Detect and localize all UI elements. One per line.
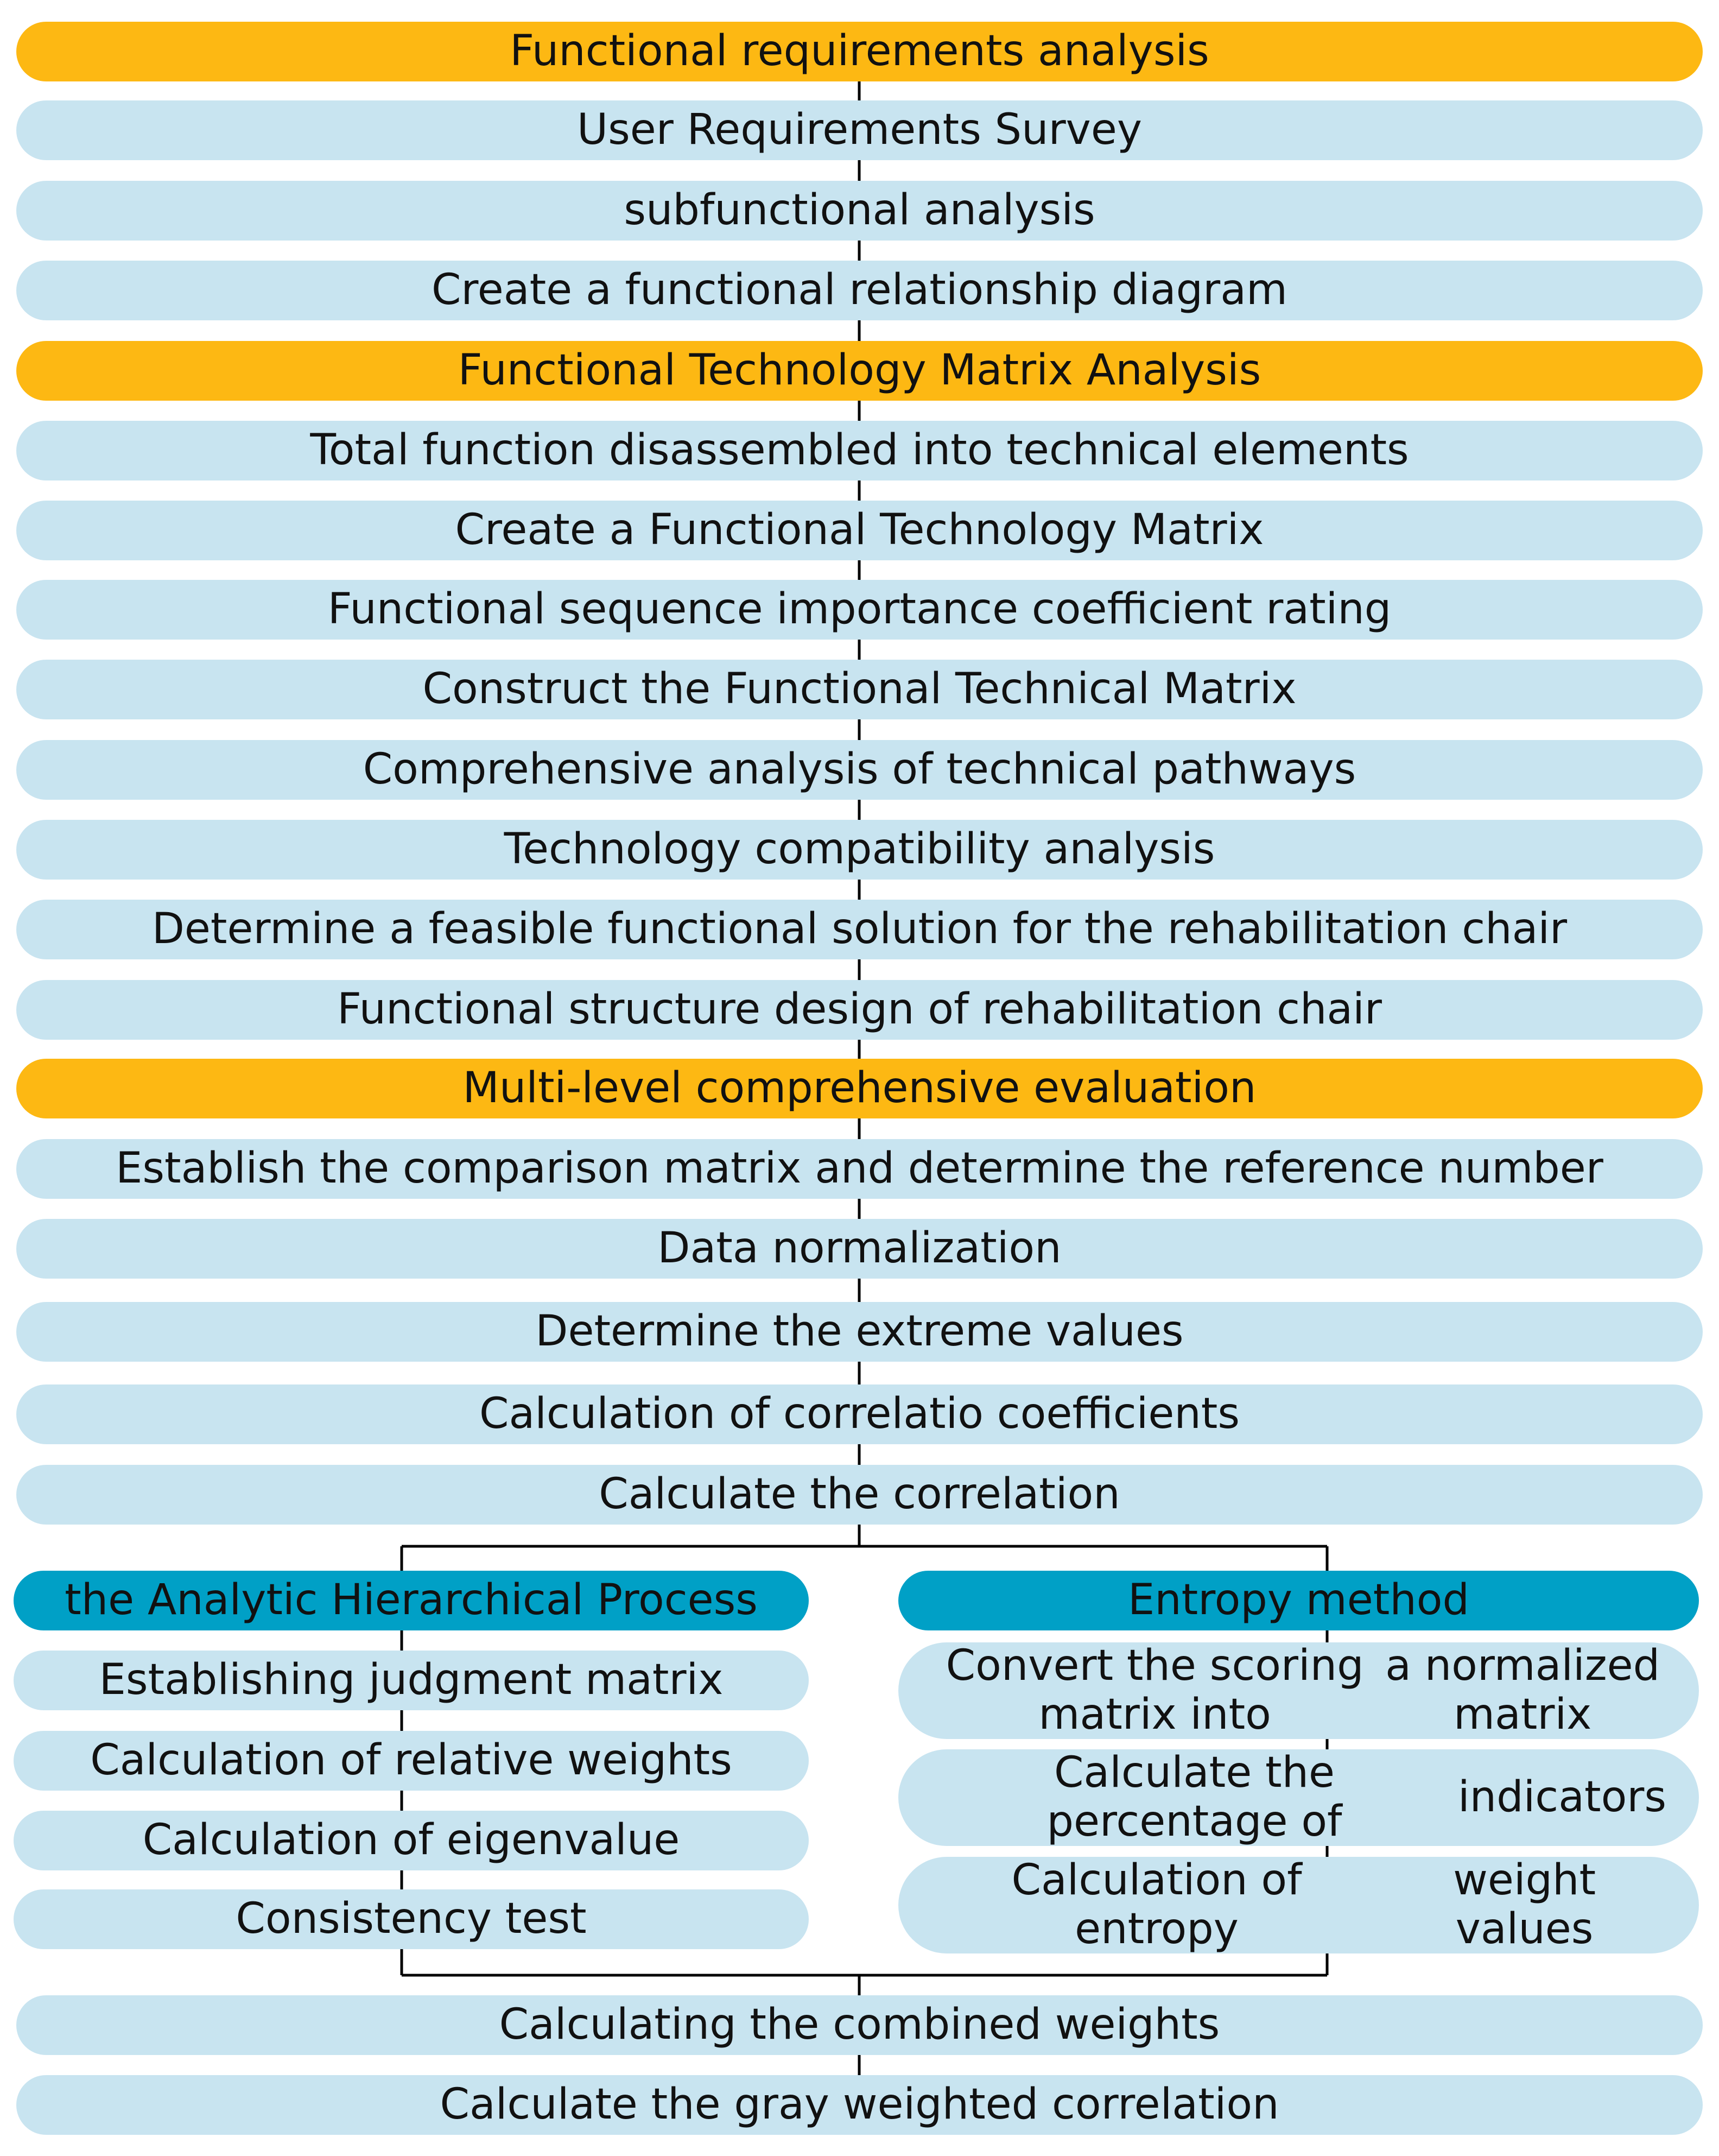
step-8: Functional sequence importance coefficie… <box>16 580 1703 640</box>
step-4: Create a functional relationship diagram <box>16 261 1703 320</box>
entropy-step-3-label-line2: weight values <box>1453 1856 1596 1953</box>
section-header-14-label: Multi-level comprehensive evaluation <box>462 1064 1257 1113</box>
step-15-label: Establish the comparison matrix and dete… <box>116 1144 1603 1193</box>
step-13-label: Functional structure design of rehabilit… <box>337 985 1382 1034</box>
step-10-label: Comprehensive analysis of technical path… <box>363 745 1356 794</box>
step-9: Construct the Functional Technical Matri… <box>16 660 1703 719</box>
final-step-1: Calculating the combined weights <box>16 1995 1703 2055</box>
ahp-step-3: Calculation of eigenvalue <box>14 1811 809 1870</box>
ahp-step-2-label: Calculation of relative weights <box>90 1736 732 1785</box>
step-9-label: Construct the Functional Technical Matri… <box>422 665 1297 714</box>
step-16: Data normalization <box>16 1219 1703 1279</box>
step-7-label: Create a Functional Technology Matrix <box>455 505 1264 555</box>
ahp-step-1: Establishing judgment matrix <box>14 1651 809 1710</box>
step-18: Calculation of correlatio coefficients <box>16 1384 1703 1444</box>
ahp-step-2: Calculation of relative weights <box>14 1731 809 1791</box>
final-step-2: Calculate the gray weighted correlation <box>16 2075 1703 2135</box>
section-header-1-label: Functional requirements analysis <box>510 27 1209 76</box>
step-17: Determine the extreme values <box>16 1302 1703 1362</box>
section-header-5: Functional Technology Matrix Analysis <box>16 341 1703 401</box>
step-6-label: Total function disassembled into technic… <box>310 426 1409 475</box>
ahp-step-4-label: Consistency test <box>236 1894 587 1944</box>
step-18-label: Calculation of correlatio coefficients <box>479 1389 1240 1439</box>
section-header-14: Multi-level comprehensive evaluation <box>16 1059 1703 1118</box>
step-11-label: Technology compatibility analysis <box>504 825 1215 874</box>
step-12-label: Determine a feasible functional solution… <box>151 905 1568 954</box>
step-13: Functional structure design of rehabilit… <box>16 980 1703 1040</box>
final-step-1-label: Calculating the combined weights <box>499 2000 1220 2050</box>
ahp-header: the Analytic Hierarchical Process <box>14 1571 809 1630</box>
entropy-step-1-label-line2: a normalized matrix <box>1385 1641 1660 1739</box>
entropy-header-label: Entropy method <box>1127 1576 1470 1625</box>
step-15: Establish the comparison matrix and dete… <box>16 1139 1703 1199</box>
step-3: subfunctional analysis <box>16 181 1703 241</box>
step-11: Technology compatibility analysis <box>16 820 1703 880</box>
step-19: Calculate the correlation <box>16 1465 1703 1525</box>
step-2: User Requirements Survey <box>16 100 1703 160</box>
step-3-label: subfunctional analysis <box>624 186 1095 235</box>
ahp-header-label: the Analytic Hierarchical Process <box>65 1576 758 1625</box>
ahp-step-3-label: Calculation of eigenvalue <box>142 1816 680 1865</box>
step-7: Create a Functional Technology Matrix <box>16 501 1703 560</box>
entropy-step-2-label-line2: indicators <box>1458 1773 1666 1822</box>
ahp-step-4: Consistency test <box>14 1889 809 1949</box>
entropy-header: Entropy method <box>898 1571 1699 1630</box>
step-2-label: User Requirements Survey <box>577 105 1142 155</box>
section-header-1: Functional requirements analysis <box>16 22 1703 81</box>
step-10: Comprehensive analysis of technical path… <box>16 740 1703 800</box>
step-8-label: Functional sequence importance coefficie… <box>327 585 1392 634</box>
ahp-step-1-label: Establishing judgment matrix <box>99 1655 724 1705</box>
step-19-label: Calculate the correlation <box>599 1470 1120 1519</box>
entropy-step-2-label-line1: Calculate the percentage of <box>1046 1748 1342 1846</box>
entropy-step-2: Calculate the percentage of indicators <box>898 1748 1699 1846</box>
step-17-label: Determine the extreme values <box>535 1307 1184 1356</box>
step-12: Determine a feasible functional solution… <box>16 900 1703 959</box>
step-6: Total function disassembled into technic… <box>16 421 1703 480</box>
section-header-5-label: Functional Technology Matrix Analysis <box>458 346 1261 395</box>
final-step-2-label: Calculate the gray weighted correlation <box>440 2080 1279 2129</box>
entropy-step-3: Calculation of entropy weight values <box>898 1856 1699 1953</box>
entropy-step-3-label-line1: Calculation of entropy <box>1011 1856 1302 1953</box>
entropy-step-1-label-line1: Convert the scoring matrix into <box>946 1641 1364 1739</box>
step-16-label: Data normalization <box>657 1224 1062 1273</box>
step-4-label: Create a functional relationship diagram <box>431 265 1288 315</box>
